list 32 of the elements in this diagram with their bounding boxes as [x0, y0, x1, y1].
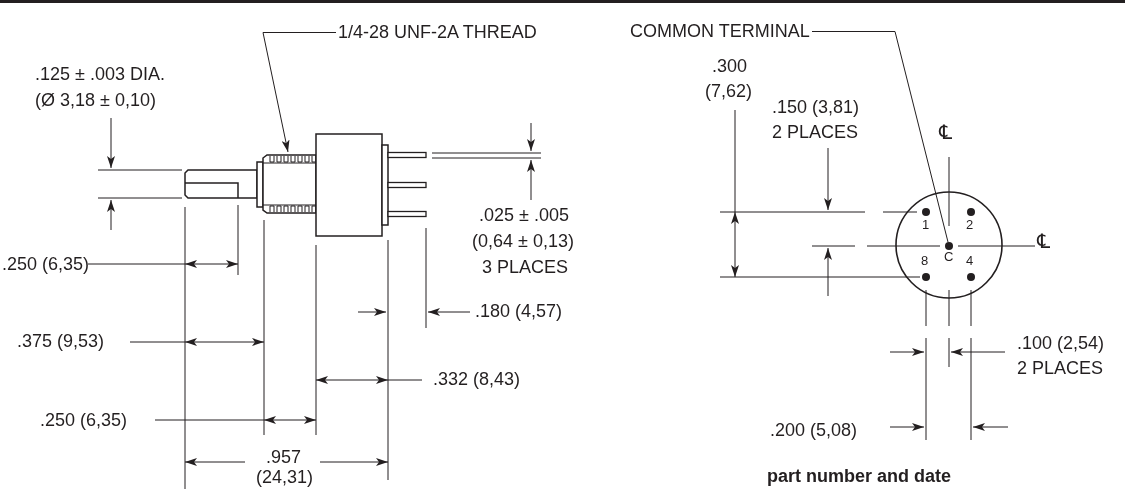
note: part number and date — [767, 466, 952, 487]
centerline-symbol: ℄ — [1037, 231, 1050, 252]
pin-number: C — [944, 250, 954, 264]
leader-line — [811, 31, 949, 243]
leader-line — [262, 32, 337, 153]
dimension-label: .250 (6,35) — [40, 410, 128, 431]
dimension-label: .300 — [712, 56, 748, 77]
dimension-label: .025 ± .005 — [479, 205, 569, 226]
pin-number: 1 — [922, 218, 930, 232]
dimension-label: 2 PLACES — [1017, 358, 1104, 379]
callout-label: COMMON TERMINAL — [630, 21, 810, 42]
dimension-label: 3 PLACES — [482, 257, 569, 278]
dimension-label: .125 ± .003 DIA. — [35, 64, 165, 85]
pin-number: 4 — [966, 254, 974, 268]
dimension-label: .332 (8,43) — [433, 369, 521, 390]
dimension-label: .250 (6,35) — [2, 254, 90, 275]
dimension-label: .180 (4,57) — [475, 301, 563, 322]
dimension-label: (0,64 ± 0,13) — [472, 231, 574, 252]
dimension-label: (7,62) — [705, 81, 753, 102]
terminal-pin — [945, 242, 953, 250]
dimension-label: .150 (3,81) — [772, 97, 860, 118]
dimension-label: .200 (5,08) — [770, 420, 858, 441]
dimension-label: 2 PLACES — [772, 122, 859, 143]
dimension-label: (Ø 3,18 ± 0,10) — [35, 90, 156, 111]
dimension-label: .100 (2,54) — [1017, 333, 1105, 354]
dimension-label: (24,31) — [256, 467, 314, 488]
pin-number: 2 — [966, 218, 974, 232]
dimension-label: .957 — [266, 447, 302, 468]
callout-label: 1/4-28 UNF-2A THREAD — [338, 22, 537, 43]
centerline-symbol: ℄ — [939, 122, 952, 143]
dimension-label: .375 (9,53) — [17, 331, 105, 352]
pin-number: 8 — [921, 254, 929, 268]
